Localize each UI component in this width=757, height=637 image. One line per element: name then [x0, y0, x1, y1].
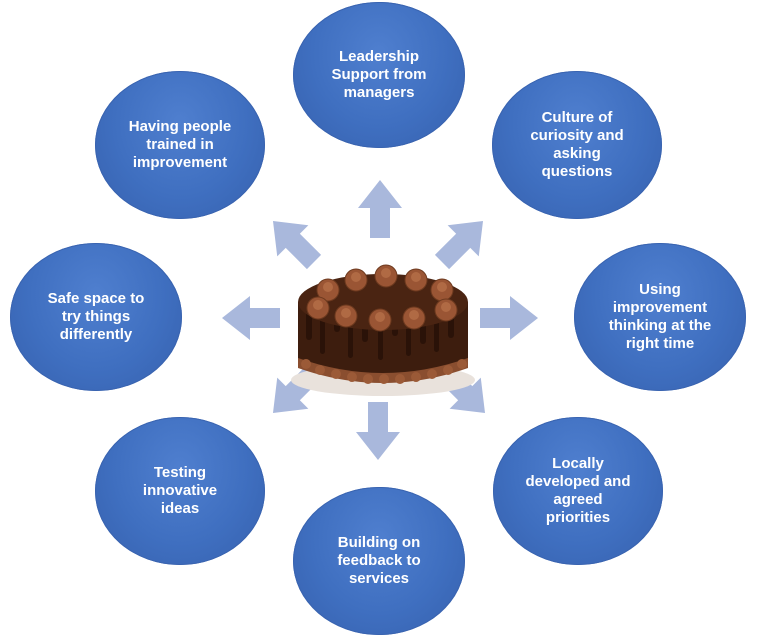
node-curiosity: Culture of curiosity and asking question…: [492, 71, 662, 219]
arrow-right-icon: [480, 296, 538, 340]
node-safe-space: Safe space to try things differently: [10, 243, 182, 391]
arrow-down-icon: [356, 402, 400, 460]
node-right-time: Using improvement thinking at the right …: [574, 243, 746, 391]
chocolate-cake-image: [291, 264, 475, 396]
arrow-left-icon: [222, 296, 280, 340]
node-leadership: Leadership Support from managers: [293, 2, 465, 148]
node-label: Testing innovative ideas: [142, 464, 218, 517]
node-feedback: Building on feedback to services: [293, 487, 465, 635]
node-label: Building on feedback to services: [337, 534, 421, 587]
node-testing: Testing innovative ideas: [95, 417, 265, 565]
node-label: Having people trained in improvement: [128, 118, 232, 171]
node-label: Locally developed and agreed priorities: [525, 455, 631, 526]
node-priorities: Locally developed and agreed priorities: [493, 417, 663, 565]
node-label: Culture of curiosity and asking question…: [530, 109, 624, 180]
node-label: Leadership Support from managers: [331, 48, 427, 101]
node-label: Using improvement thinking at the right …: [608, 281, 712, 352]
arrow-up-icon: [358, 180, 402, 238]
node-label: Safe space to try things differently: [47, 290, 145, 343]
node-trained: Having people trained in improvement: [95, 71, 265, 219]
